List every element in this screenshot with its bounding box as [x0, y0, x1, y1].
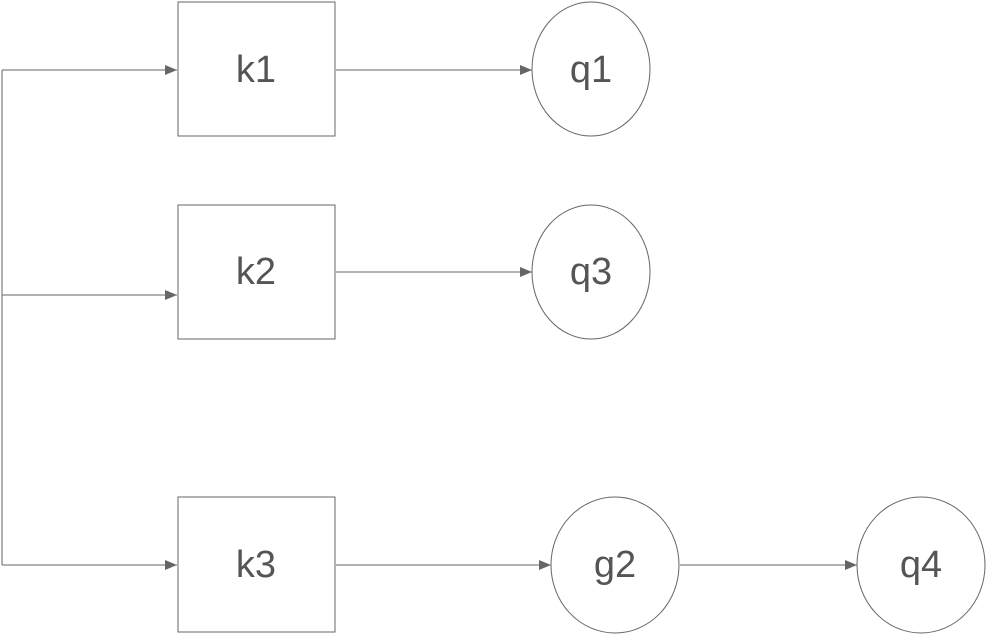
- node-k1-label: k1: [236, 49, 276, 91]
- node-g2-label: g2: [594, 544, 636, 586]
- node-q1: q1: [531, 1, 651, 137]
- node-q3: q3: [531, 204, 651, 340]
- node-q4: q4: [856, 496, 986, 634]
- node-q1-label: q1: [570, 49, 612, 91]
- node-k3: k3: [177, 496, 336, 633]
- node-k1: k1: [177, 1, 336, 137]
- node-k3-label: k3: [236, 544, 276, 586]
- node-k2: k2: [177, 204, 336, 340]
- node-g2: g2: [550, 496, 680, 634]
- node-q3-label: q3: [570, 251, 612, 293]
- node-k2-label: k2: [236, 251, 276, 293]
- node-q4-label: q4: [900, 544, 942, 586]
